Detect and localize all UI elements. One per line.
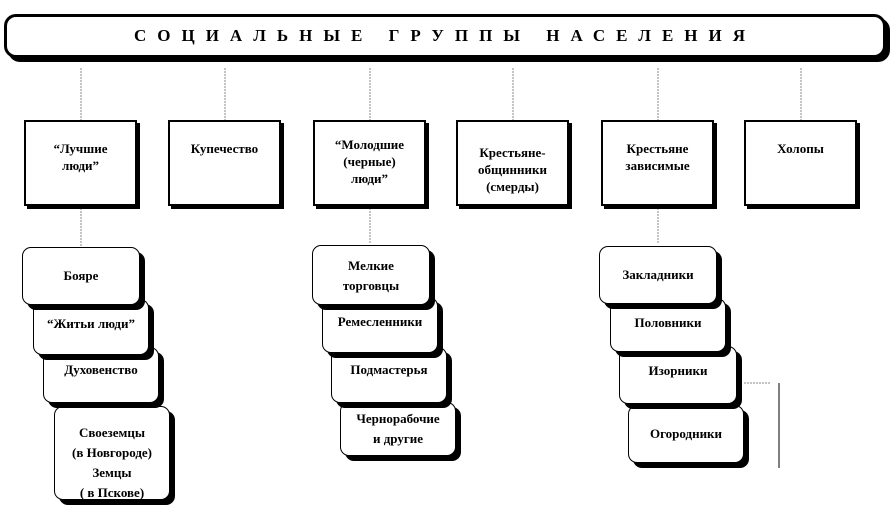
list-item-ogorodniki: Огородники [628,405,744,463]
group-kholopy: Холопы [744,120,857,206]
group-label: Крестьяне- общинники (смерды) [478,145,547,194]
list-item-label: Ремесленники [337,314,423,329]
list-item-label: Половники [634,315,702,330]
list-item-label: Чернорабочие и другие [356,411,440,446]
group-label: “Лучшие люди” [53,141,108,173]
list-item-svoezemtsy: Своеземцы (в Новгороде) Земцы ( в Пскове… [54,406,170,500]
list-item-label: Духовенство [64,362,138,377]
list-item-label: Бояре [63,268,99,283]
list-item-label: “Житьи люди” [47,316,135,331]
list-item-boyare: Бояре [22,247,140,305]
group-molodshie-lyudi: “Молодшие (черные) люди” [313,120,426,206]
diagram-title: Социальные группы населения [4,14,886,58]
list-item-remeslenniki: Ремесленники [322,297,438,353]
list-item-label: Изорники [648,363,708,378]
list-item-label: Мелкие торговцы [342,258,400,293]
group-label: Холопы [777,141,824,156]
list-item-zakladniki: Закладники [599,246,717,304]
group-krestyane-zavisimye: Крестьяне зависимые [601,120,714,206]
list-item-label: Подмастерья [350,362,428,377]
group-label: Крестьяне зависимые [625,141,690,173]
list-item-label: Своеземцы (в Новгороде) Земцы ( в Пскове… [71,425,153,500]
list-item-podmasterya: Подмастерья [331,347,447,403]
list-item-polovniki: Половники [610,298,726,352]
group-kupechestvo: Купечество [168,120,281,206]
list-item-label: Огородники [649,426,723,441]
list-item-izorniki: Изорники [619,346,737,404]
list-item-chernorabochie: Чернорабочие и другие [340,402,456,456]
group-label: Купечество [190,141,259,156]
group-krestyane-obshchinniki: Крестьяне- общинники (смерды) [456,120,569,206]
list-item-dukhovenstvo: Духовенство [43,347,159,403]
group-luchshie-lyudi: “Лучшие люди” [24,120,137,206]
list-item-zhityi-lyudi: “Житьи люди” [33,299,149,355]
list-item-label: Закладники [622,267,694,282]
list-item-melkie-torgovtsy: Мелкие торговцы [312,245,430,305]
group-label: “Молодшие (черные) люди” [334,137,405,186]
